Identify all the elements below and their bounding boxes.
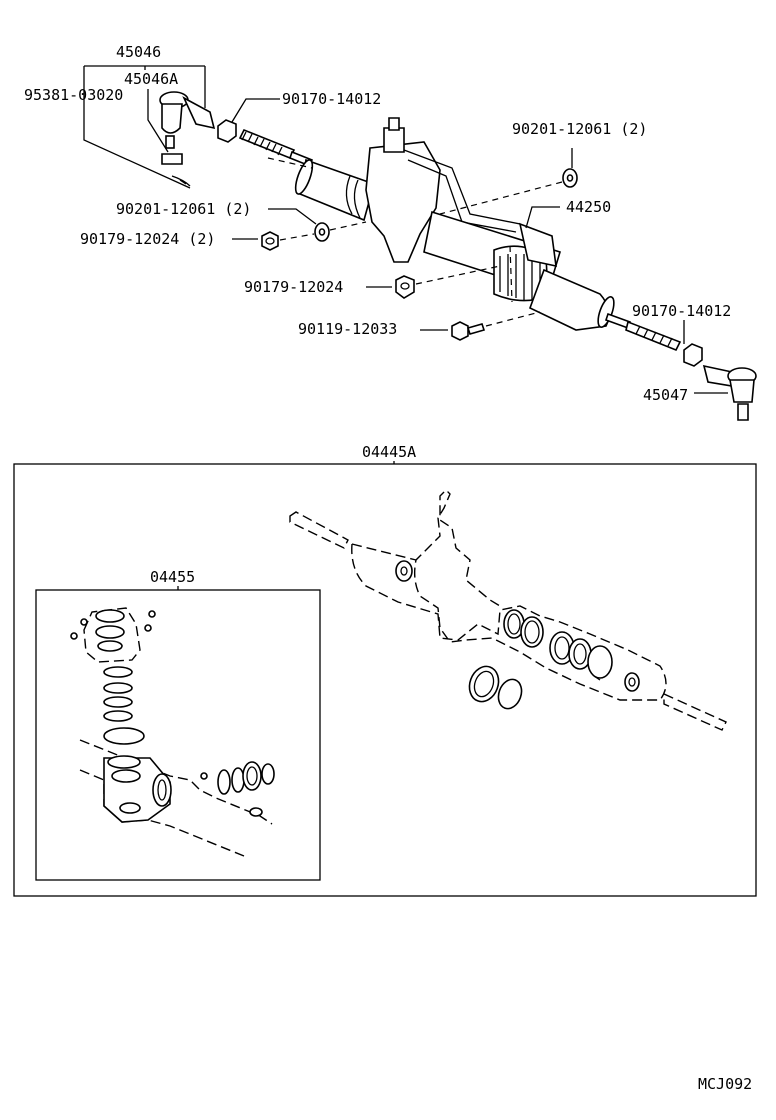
guide-line-left [267,157,313,169]
loose-seals [468,665,523,710]
washer-right-upper [439,148,578,215]
diagram-code: MCJ092 [698,1075,752,1093]
rack-seals [503,609,613,681]
callout-90201-right: 90201-12061 (2) [512,120,647,138]
tie-rod-end-right [702,364,757,421]
valve-housing-lower [79,739,275,857]
label-95381-03020: 95381-03020 [24,86,123,104]
label-90170-14012-top: 90170-14012 [282,90,381,108]
callout-90201-left: 90201-12061 (2) [116,200,317,225]
callout-90170-top: 90170-14012 [231,90,381,123]
label-45046a: 45046A [124,70,178,88]
valve-body-top [70,607,156,663]
bolt-90179-pair [261,231,315,251]
threaded-rod-left [238,128,313,168]
washer-left [314,221,367,242]
nut-90179 [395,265,501,299]
threaded-rod-right [604,312,682,352]
label-45047: 45047 [643,386,688,404]
label-90179-12024-2: 90179-12024 (2) [80,230,215,248]
label-44250: 44250 [566,198,611,216]
o-ring-stack [103,666,145,745]
label-90179-12024: 90179-12024 [244,278,343,296]
callout-45046a: 45046A [124,70,178,153]
label-90201-12061-left: 90201-12061 (2) [116,200,251,218]
callout-90119: 90119-12033 [298,320,448,338]
label-90170-14012-bottom: 90170-14012 [632,302,731,320]
guide-line-clamp [509,245,513,303]
label-90119-12033: 90119-12033 [298,320,397,338]
callout-90179-2: 90179-12024 (2) [80,230,258,248]
callout-45047: 45047 [643,386,728,404]
tie-rod-end-left [159,91,216,187]
callout-44250: 44250 [525,198,611,229]
callout-90179: 90179-12024 [244,278,392,296]
lock-nut-left [217,119,237,143]
kit-04455-box: 04455 [35,568,321,881]
bolt-90119 [451,311,541,341]
label-04445a: 04445A [362,443,416,461]
label-04455: 04455 [150,568,195,586]
callout-45046: 45046 [83,43,206,189]
rack-housing [294,117,615,331]
callout-90170-bottom: 90170-14012 [632,302,731,344]
upper-assembly: 45046 45046A 95381-03020 90170-14012 [24,43,757,421]
kit-04445a-box: 04445A [13,443,757,897]
callout-95381-03020: 95381-03020 [24,86,123,104]
label-45046: 45046 [116,43,161,61]
label-90201-12061-right: 90201-12061 (2) [512,120,647,138]
lock-nut-right [683,343,703,367]
